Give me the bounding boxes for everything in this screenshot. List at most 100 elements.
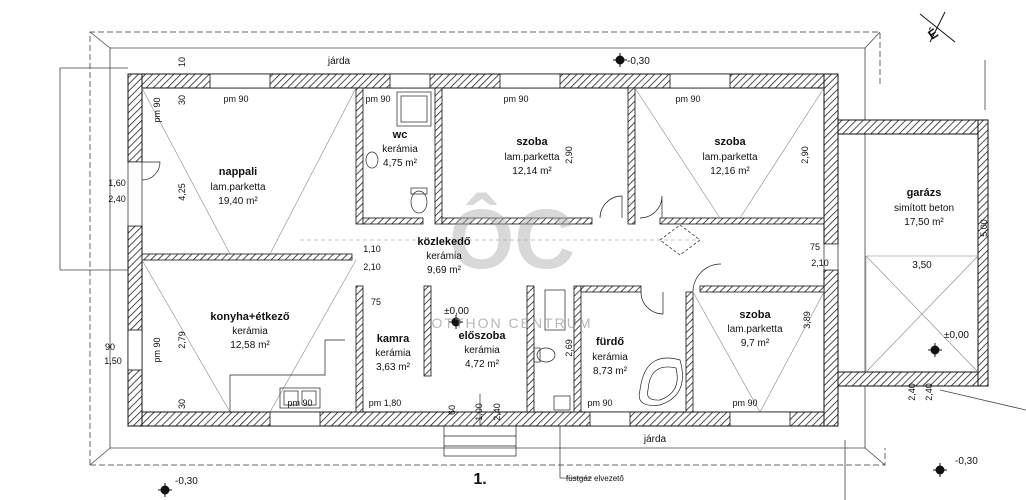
room-name: nappali xyxy=(219,166,258,178)
watermark-logo: ÔC xyxy=(449,192,575,286)
entry-stairs xyxy=(443,394,517,457)
room-area: 3,63 m² xyxy=(376,362,411,373)
room-name: kamra xyxy=(377,333,410,345)
room-name: szoba xyxy=(516,136,548,148)
dim-text: pm 90 xyxy=(152,97,162,122)
room-name: garázs xyxy=(907,187,942,199)
dim-text: 30 xyxy=(177,399,187,409)
dim-text: 5,00 xyxy=(979,219,989,237)
dim-text: 2,10 xyxy=(363,262,381,272)
room-area: 12,58 m² xyxy=(230,340,270,351)
room-floor: lam.parketta xyxy=(504,152,559,163)
doors xyxy=(127,161,839,315)
dim-text: pm 90 xyxy=(365,94,390,104)
dim-text: 4,25 xyxy=(177,183,187,201)
dim-text: 75 xyxy=(371,297,381,307)
room-kamra: kamra kerámia 3,63 m² xyxy=(375,333,411,373)
room-floor: kerámia xyxy=(232,326,268,337)
room-wc: wc kerámia 4,75 m² xyxy=(382,129,418,169)
room-eloszoba: előszoba kerámia 4,72 m² xyxy=(458,330,506,370)
internal-walls xyxy=(141,87,825,413)
room-diagonals xyxy=(141,87,979,413)
room-area: 4,72 m² xyxy=(465,359,500,370)
dim-text: pm 90 xyxy=(287,398,312,408)
dim-text: 2,90 xyxy=(564,146,574,164)
dim-text: 2,90 xyxy=(800,146,810,164)
dim-text: 2,40 xyxy=(924,383,934,401)
watermark-text: OTTHON CENTRUM xyxy=(432,315,593,331)
dim-text: 3,89 xyxy=(802,311,812,329)
dim-text: pm 90 xyxy=(587,398,612,408)
room-floor: lam.parketta xyxy=(210,182,265,193)
room-area: 4,75 m² xyxy=(383,158,418,169)
dim-text: 3,50 xyxy=(912,260,932,271)
level-label-bottom-right: -0,30 xyxy=(955,456,978,467)
dimension-labels-vertical: 4,25 2,79 2,90 2,90 5,00 3,89 2,69 1,00 … xyxy=(152,57,989,421)
room-name: szoba xyxy=(714,136,746,148)
sidewalk-label-bottom: járda xyxy=(643,434,667,445)
room-area: 9,7 m² xyxy=(741,338,770,349)
dim-text: pm 90 xyxy=(503,94,528,104)
dim-text: 2,40 xyxy=(108,194,126,204)
dimension-labels: pm 90 pm 90 pm 90 pm 90 pm 90 pm 1,80 pm… xyxy=(104,94,932,408)
room-floor: kerámia xyxy=(464,345,500,356)
room-floor: kerámia xyxy=(426,251,462,262)
room-szoba-2: szoba lam.parketta 12,16 m² xyxy=(702,136,757,177)
room-area: 12,16 m² xyxy=(710,166,750,177)
dim-text: 75 xyxy=(810,242,820,252)
dim-text: pm 90 xyxy=(732,398,757,408)
dim-text: 2,10 xyxy=(811,258,829,268)
dim-text: pm 1,80 xyxy=(369,398,402,408)
room-floor: lam.parketta xyxy=(727,324,782,335)
room-area: 9,69 m² xyxy=(427,265,462,276)
room-floor: kerámia xyxy=(592,352,628,363)
outside-lines xyxy=(59,60,1026,500)
dim-text: pm 90 xyxy=(152,337,162,362)
entry-number: 1. xyxy=(473,471,486,488)
dim-text: pm 90 xyxy=(223,94,248,104)
dim-text: 60 xyxy=(447,405,457,415)
eave-lines xyxy=(89,31,886,466)
room-name: előszoba xyxy=(458,330,506,342)
room-area: 12,14 m² xyxy=(512,166,552,177)
room-name: szoba xyxy=(739,309,771,321)
room-szoba-1: szoba lam.parketta 12,14 m² xyxy=(504,136,559,177)
room-name: wc xyxy=(392,129,408,141)
room-name: közlekedő xyxy=(417,236,470,248)
room-kozlekedo: közlekedő kerámia 9,69 m² xyxy=(417,236,470,276)
room-konyha: konyha+étkező kerámia 12,58 m² xyxy=(210,311,289,351)
room-floor: kerámia xyxy=(375,348,411,359)
room-floor: lam.parketta xyxy=(702,152,757,163)
room-area: 17,50 m² xyxy=(904,217,944,228)
room-name: fürdő xyxy=(596,336,624,348)
level-label-top: -0,30 xyxy=(627,56,650,67)
room-floor: simított beton xyxy=(894,203,954,214)
level-markers xyxy=(158,53,947,497)
room-furdo: fürdő kerámia 8,73 m² xyxy=(592,336,628,377)
dim-text: 2,40 xyxy=(492,403,502,421)
north-mark: É xyxy=(925,25,941,42)
sidewalk-label-top: járda xyxy=(327,56,351,67)
room-szoba-3: szoba lam.parketta 9,7 m² xyxy=(727,309,782,349)
dim-text: 2,69 xyxy=(564,339,574,357)
dim-text: 1,10 xyxy=(363,244,381,254)
room-garazs: garázs simított beton 17,50 m² xyxy=(894,187,954,228)
room-name: konyha+étkező xyxy=(210,311,289,323)
dim-text: 1,50 xyxy=(104,356,122,366)
level-label-entry: ±0,00 xyxy=(444,306,469,317)
room-floor: kerámia xyxy=(382,144,418,155)
level-label-bottom-left: -0,30 xyxy=(175,476,198,487)
dim-text: 90 xyxy=(105,342,115,352)
flue-note: füstgáz elvezető xyxy=(566,474,624,483)
dim-text: 10 xyxy=(177,57,187,67)
level-label-garage: ±0,00 xyxy=(944,330,969,341)
dim-text: 2,79 xyxy=(177,331,187,349)
room-nappali: nappali lam.parketta 19,40 m² xyxy=(210,166,265,207)
dim-text: pm 90 xyxy=(675,94,700,104)
north-arrow xyxy=(919,11,956,43)
dim-text: 2,40 xyxy=(907,383,917,401)
dim-text: 1,60 xyxy=(108,178,126,188)
dim-text: 30 xyxy=(177,95,187,105)
windows xyxy=(127,73,791,427)
